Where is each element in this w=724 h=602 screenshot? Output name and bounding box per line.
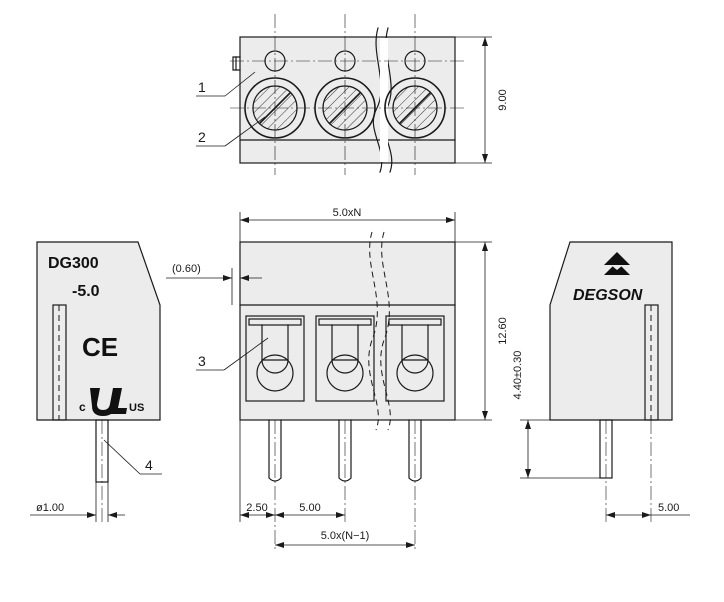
ul-mark: c US [79,388,144,416]
ul-us: US [129,402,144,414]
dim-pin-diameter: ø1.00 [36,502,64,514]
screw-1 [244,77,306,139]
callout-4: 4 [145,457,153,473]
callout-1: 1 [198,79,206,95]
dim-width-top: 9.00 [497,89,509,110]
dim-pin-length: 4.40±0.30 [512,351,524,400]
model-line-2: -5.0 [72,283,100,300]
dim-pitch: 5.00 [299,502,320,514]
dim-wall: (0.60) [172,263,201,275]
model-line-1: DG300 [48,255,99,272]
front-view-body [239,241,456,421]
callout-2: 2 [198,129,206,145]
terminal-opening-2 [315,315,375,402]
left-side-body [36,241,161,421]
callout-3: 3 [198,353,206,369]
wire-hole-3 [404,50,426,72]
screw-3 [384,77,446,139]
dim-height: 12.60 [497,317,509,345]
degson-logo-icon [604,252,630,275]
wire-hole-2 [334,50,356,72]
dim-edge-offset: 2.50 [246,502,267,514]
dim-pitch-span: 5.0x(N−1) [321,530,370,542]
right-side-view: DEGSON 4.40±0.30 5.00 [512,241,690,522]
brand-name: DEGSON [573,287,643,304]
dim-side-pitch: 5.00 [658,502,679,514]
top-view: 9.00 1 2 [196,14,509,175]
ul-c: c [79,400,86,414]
left-side-view: DG300 -5.0 CE c US 4 ø1.00 [30,241,162,522]
terminal-opening-1 [245,315,305,402]
screw-2 [314,77,376,139]
terminal-opening-3 [385,315,445,402]
ce-mark: CE [82,332,118,362]
front-view: 3 5.0xN (0.60) 12.60 2.50 5.00 [166,207,509,550]
wire-hole-1 [264,50,286,72]
dim-pitch-total: 5.0xN [333,207,362,219]
